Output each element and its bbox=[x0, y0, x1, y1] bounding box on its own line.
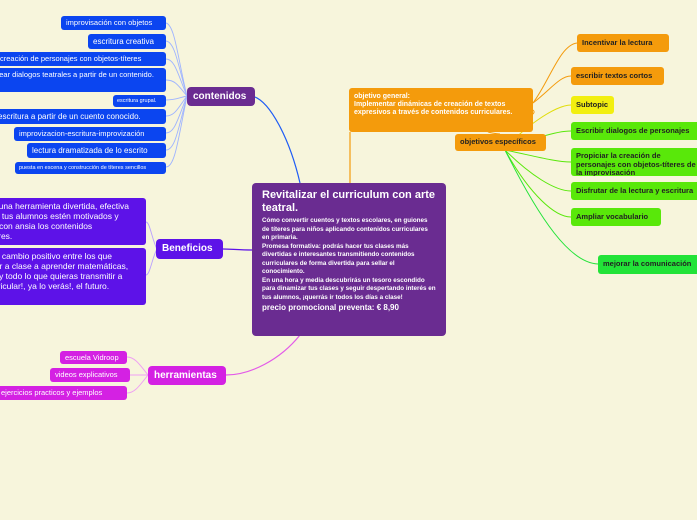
especifico-1[interactable]: Incentivar la lectura bbox=[577, 34, 669, 52]
branch-contenidos[interactable]: contenidos bbox=[187, 87, 255, 106]
central-price: precio promocional preventa: € 8,90 bbox=[262, 303, 399, 313]
herramientas-item-1[interactable]: escuela Vidroop bbox=[60, 351, 127, 364]
especifico-2[interactable]: escribir textos cortos bbox=[571, 67, 664, 85]
contenidos-item-1[interactable]: improvisación con objetos bbox=[61, 16, 166, 30]
central-title: Revitalizar el curriculum con arte teatr… bbox=[262, 189, 436, 214]
herramientas-item-3[interactable]: ejercicios practicos y ejemplos bbox=[0, 386, 127, 400]
objetivo-general[interactable]: objetivo general: Implementar dinámicas … bbox=[349, 88, 533, 132]
especifico-8[interactable]: mejorar la comunicación bbox=[598, 255, 697, 274]
link-center-contenidos bbox=[251, 95, 301, 184]
contenidos-item-5[interactable]: escritura grupal. bbox=[113, 95, 166, 107]
objetivos-especificos[interactable]: objetivos específicos bbox=[455, 134, 546, 151]
contenidos-item-4[interactable]: crear dialogos teatrales a partir de un … bbox=[0, 68, 166, 92]
especifico-6[interactable]: Disfrutar de la lectura y escritura bbox=[571, 182, 697, 200]
contenidos-item-2[interactable]: escritura creativa bbox=[88, 34, 166, 49]
central-body: Cómo convertir cuentos y textos escolare… bbox=[262, 217, 436, 301]
contenidos-item-3[interactable]: creación de personajes con objetos-títer… bbox=[0, 52, 166, 66]
especifico-7[interactable]: Ampliar vocabulario bbox=[571, 208, 661, 226]
link-center-herramientas bbox=[225, 334, 301, 376]
links-especificos bbox=[504, 42, 599, 265]
links-contenidos bbox=[165, 22, 188, 168]
contenidos-item-7[interactable]: improvizacion-escritura-improvización bbox=[14, 127, 166, 141]
links-herramientas bbox=[126, 356, 149, 394]
especifico-5[interactable]: Propiciar la creación de personajes con … bbox=[571, 148, 697, 176]
especifico-3[interactable]: Subtopic bbox=[571, 96, 614, 114]
link-center-beneficios bbox=[222, 248, 253, 251]
beneficios-item-1[interactable]: Tendrás una herramienta divertida, efect… bbox=[0, 198, 146, 245]
branch-beneficios[interactable]: Beneficios bbox=[156, 239, 223, 259]
branch-herramientas[interactable]: herramientas bbox=[148, 366, 226, 385]
herramientas-item-2[interactable]: videos explicativos bbox=[50, 368, 130, 382]
links-beneficios bbox=[145, 221, 158, 276]
contenidos-item-6[interactable]: escritura a partir de un cuento conocido… bbox=[0, 109, 166, 124]
especifico-4[interactable]: Escribir dialogos de personajes bbox=[571, 122, 697, 140]
beneficios-item-2[interactable]: Verás un cambio positivo entre los que q… bbox=[0, 248, 146, 305]
contenidos-item-8[interactable]: lectura dramatizada de lo escrito bbox=[27, 143, 166, 158]
central-topic[interactable]: Revitalizar el curriculum con arte teatr… bbox=[252, 183, 446, 336]
contenidos-item-9[interactable]: puesta en escena y construcción de títer… bbox=[15, 162, 166, 174]
